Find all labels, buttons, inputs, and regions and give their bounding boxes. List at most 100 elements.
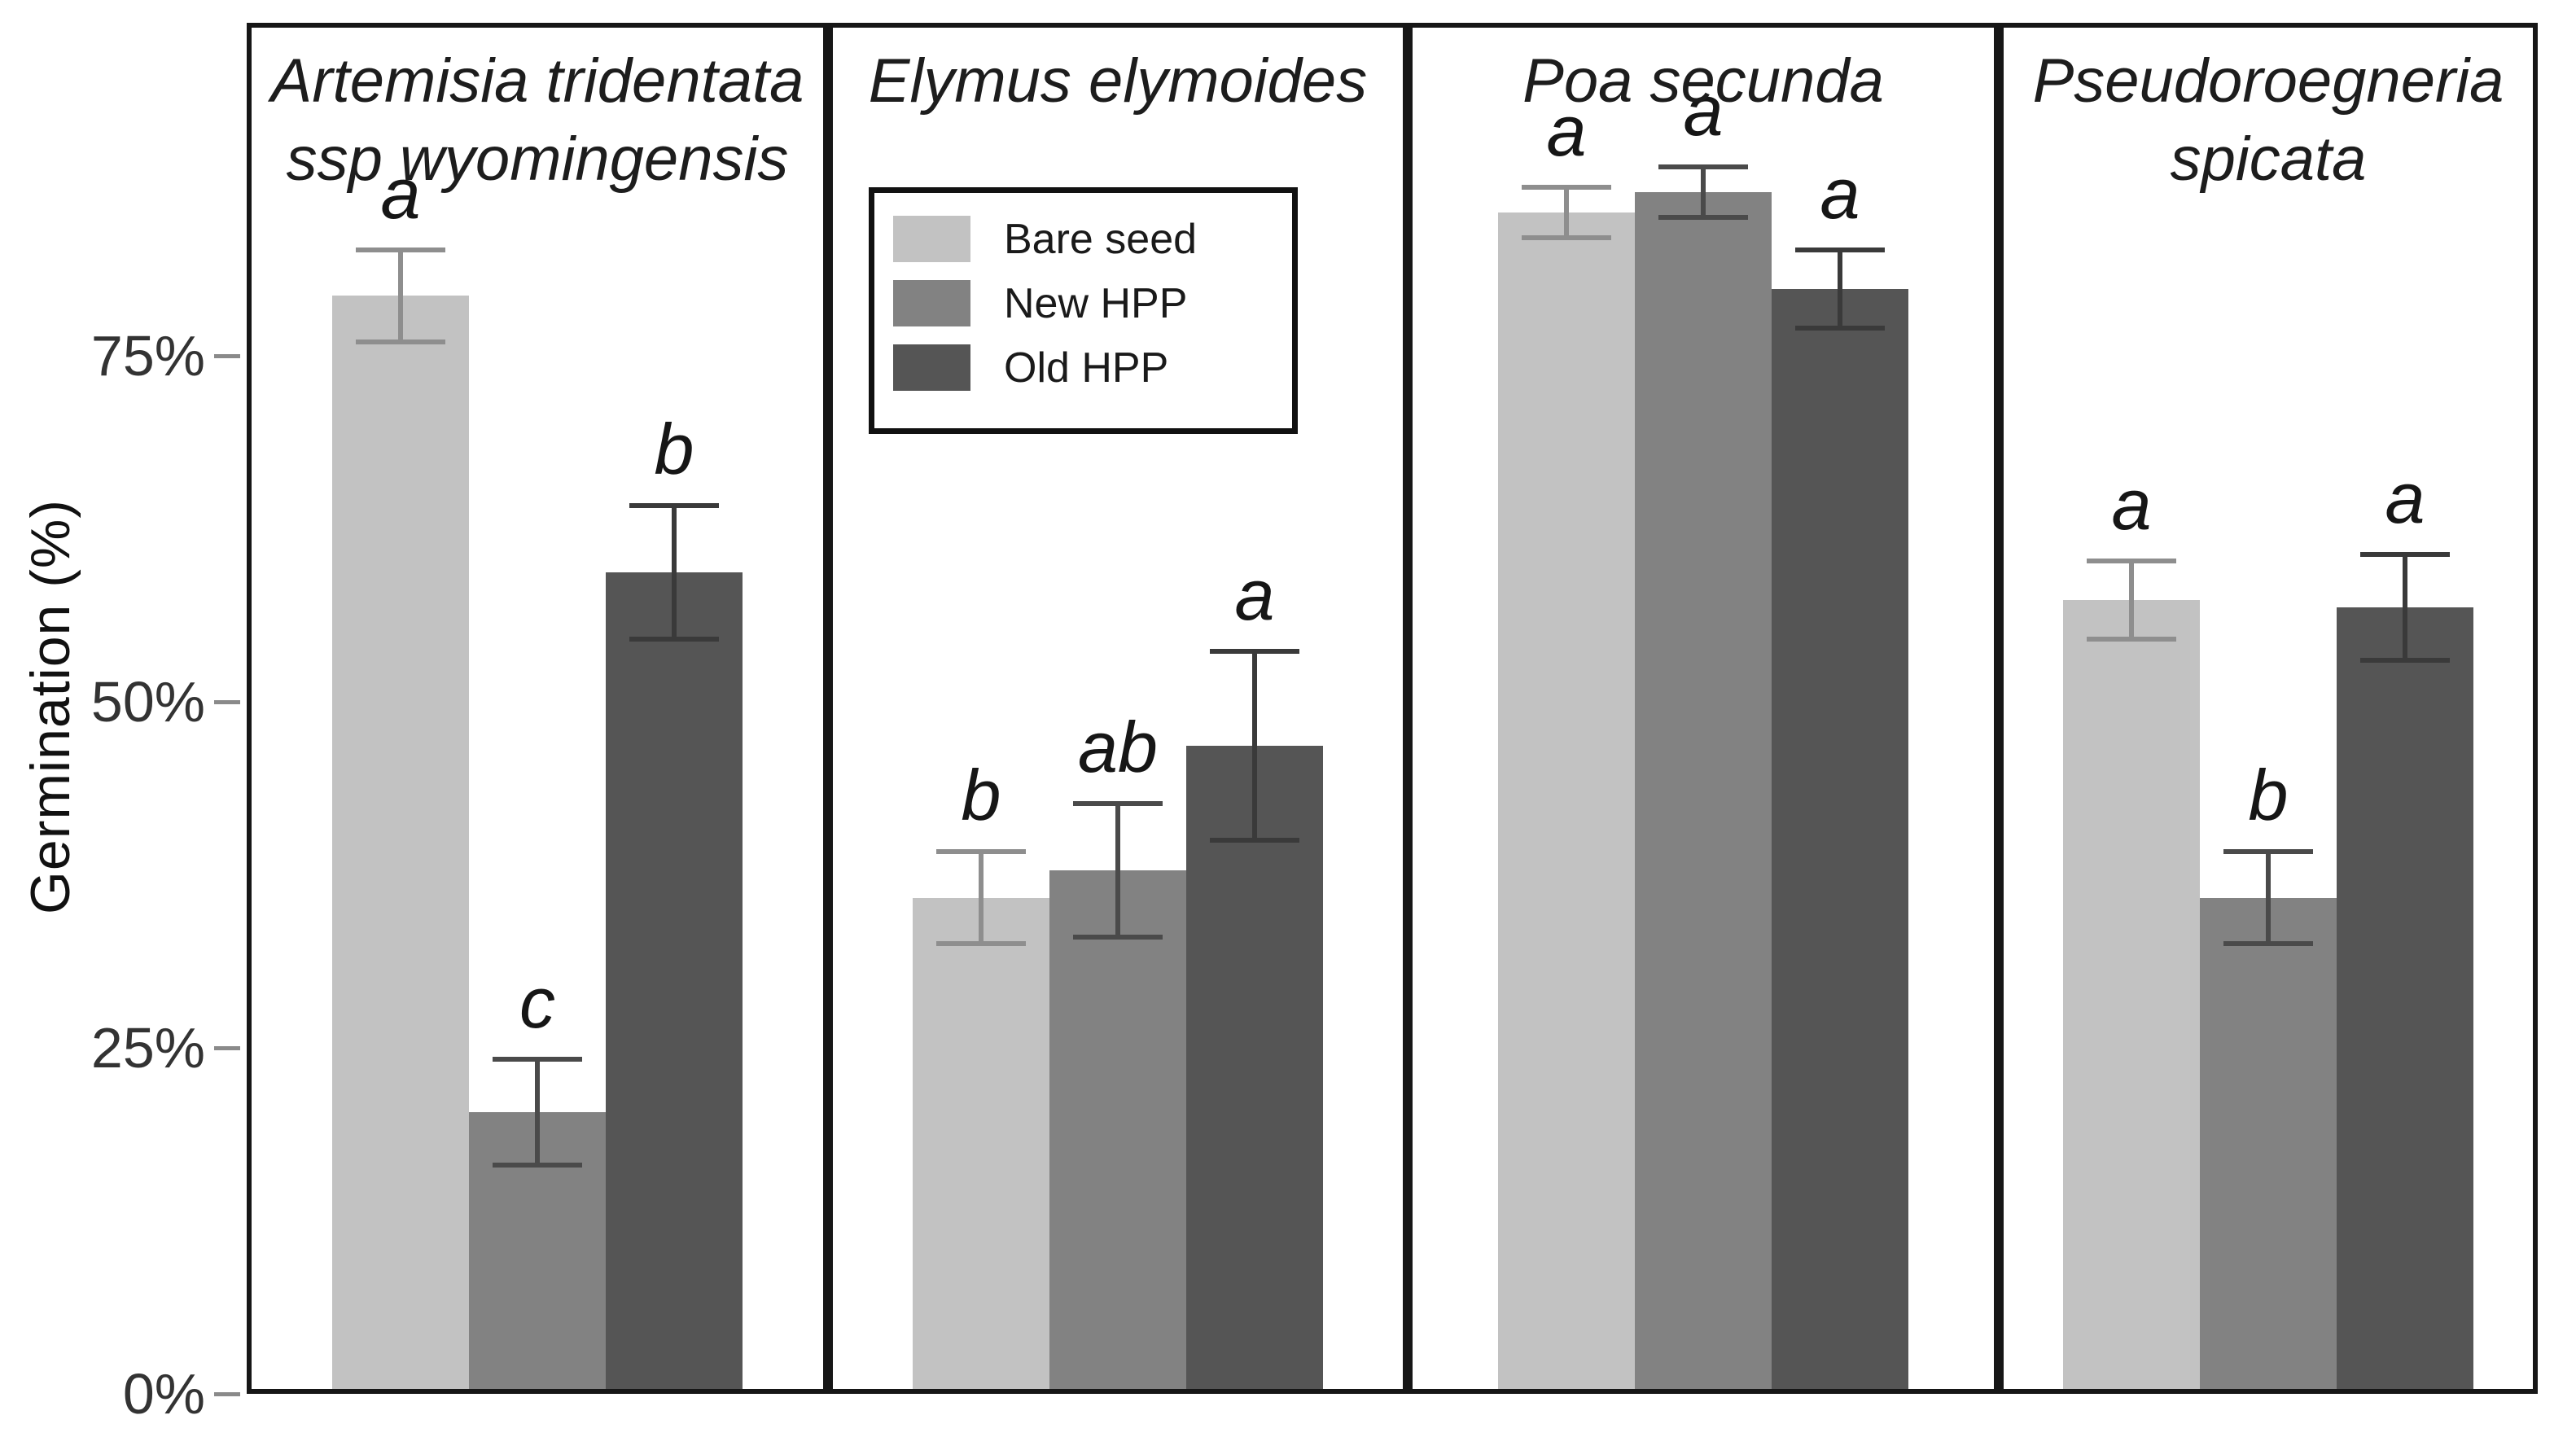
bar-slot-bare-seed: a [2063,28,2200,1389]
error-bar-stem [398,247,403,344]
significance-letter: c [519,962,555,1043]
bar-new-hpp [2200,897,2337,1389]
error-bar [1658,164,1748,220]
bar-new-hpp [1049,870,1186,1389]
y-tick-label-0: 0% [122,1362,205,1426]
error-bar-cap-bottom [2223,941,2313,946]
error-bar [2087,559,2176,642]
significance-letter: b [2248,755,2289,835]
error-bar [356,247,445,344]
error-bar-stem [2403,551,2407,663]
legend-swatch-new-hpp [893,280,970,326]
legend-box: Bare seed New HPP Old HPP [869,187,1298,434]
error-bar [629,503,719,642]
y-tick-mark-75 [214,354,240,358]
error-bar-stem [1564,185,1569,240]
error-bar-stem [1838,247,1842,331]
error-bar-stem [1701,164,1706,220]
error-bar [1073,800,1163,940]
significance-letter: a [2385,457,2425,538]
panel-title-line: Artemisia tridentata [270,46,804,116]
significance-letter: a [1546,90,1587,171]
bar-old-hpp [606,572,743,1389]
bar-slot-new-hpp: a [1635,28,1772,1389]
panel-title-artemisia: Artemisia tridentata ssp wyomingensis [252,42,823,199]
legend-item-new-hpp: New HPP [893,279,1292,327]
bar-slot-new-hpp: b [2200,28,2337,1389]
bar-slot-new-hpp: c [469,28,606,1389]
error-bar-cap-bottom [2087,637,2176,642]
panel-title-pseudoroegneria: Pseudoroegneria spicata [2004,42,2533,199]
significance-letter: b [654,409,694,489]
error-bar-cap-bottom [1073,934,1163,940]
bar-group: a c b [332,28,743,1389]
significance-letter: a [1234,554,1275,635]
panel-title-line: Poa secunda [1522,46,1884,116]
bar-slot-old-hpp: a [2337,28,2473,1389]
y-tick-mark-50 [214,700,240,704]
panel-title-line: Elymus elymoides [868,46,1368,116]
panel-title-line: Pseudoroegneria [2032,46,2504,116]
error-bar-cap-bottom [1210,837,1299,843]
error-bar-cap-bottom [936,941,1026,946]
panel-artemisia: Artemisia tridentata ssp wyomingensis a c… [247,23,828,1394]
error-bar-stem [2129,559,2134,642]
error-bar-stem [2266,849,2271,946]
panel-poa: Poa secunda a a a [1408,23,1999,1394]
bar-old-hpp [2337,607,2473,1389]
bar-slot-old-hpp: b [606,28,743,1389]
error-bar-stem [1252,648,1257,843]
error-bar-stem [672,503,677,642]
bar-old-hpp [1186,745,1323,1389]
bar-slot-bare-seed: b [913,28,1049,1389]
significance-letter: ab [1078,706,1158,787]
bar-new-hpp [1635,191,1772,1389]
legend-label: Bare seed [1004,215,1198,263]
bar-slot-new-hpp: ab [1049,28,1186,1389]
panel-title-line: spicata [2170,125,2367,194]
legend-swatch-bare-seed [893,216,970,262]
panel-title-line: ssp wyomingensis [286,125,789,194]
error-bar-cap-bottom [1522,235,1611,240]
panels-row: Artemisia tridentata ssp wyomingensis a c… [247,23,2538,1394]
error-bar-cap-bottom [629,637,719,642]
error-bar-stem [1115,800,1120,940]
bar-bare-seed [332,296,469,1389]
error-bar-cap-bottom [356,339,445,344]
error-bar [2223,849,2313,946]
significance-letter: b [961,755,1001,835]
legend-label: Old HPP [1004,344,1169,392]
error-bar [1210,648,1299,843]
y-tick-mark-0 [214,1392,240,1396]
y-tick-label-75: 75% [90,324,205,388]
bar-slot-bare-seed: a [1498,28,1635,1389]
error-bar [2360,551,2450,663]
error-bar-cap-bottom [2360,657,2450,663]
bar-slot-old-hpp: a [1772,28,1908,1389]
bar-slot-old-hpp: a [1186,28,1323,1389]
bar-group: a a a [1498,28,1908,1389]
legend-item-bare-seed: Bare seed [893,215,1292,263]
error-bar [936,849,1026,946]
panel-elymus: Elymus elymoides Bare seed New HPP Old H… [828,23,1408,1394]
legend-label: New HPP [1004,279,1188,327]
y-tick-label-50: 50% [90,670,205,734]
legend-swatch-old-hpp [893,344,970,391]
y-tick-label-25: 25% [90,1016,205,1080]
bar-bare-seed [2063,600,2200,1389]
y-tick-mark-25 [214,1046,240,1050]
significance-letter: a [380,152,421,234]
significance-letter: a [1683,69,1724,151]
error-bar-cap-bottom [1795,325,1885,331]
error-bar-stem [535,1057,540,1168]
legend-item-old-hpp: Old HPP [893,344,1292,392]
significance-letter: a [1820,152,1860,234]
error-bar-stem [979,849,984,946]
panel-title-poa: Poa secunda [1413,42,1994,120]
error-bar [1522,185,1611,240]
bar-old-hpp [1772,288,1908,1389]
